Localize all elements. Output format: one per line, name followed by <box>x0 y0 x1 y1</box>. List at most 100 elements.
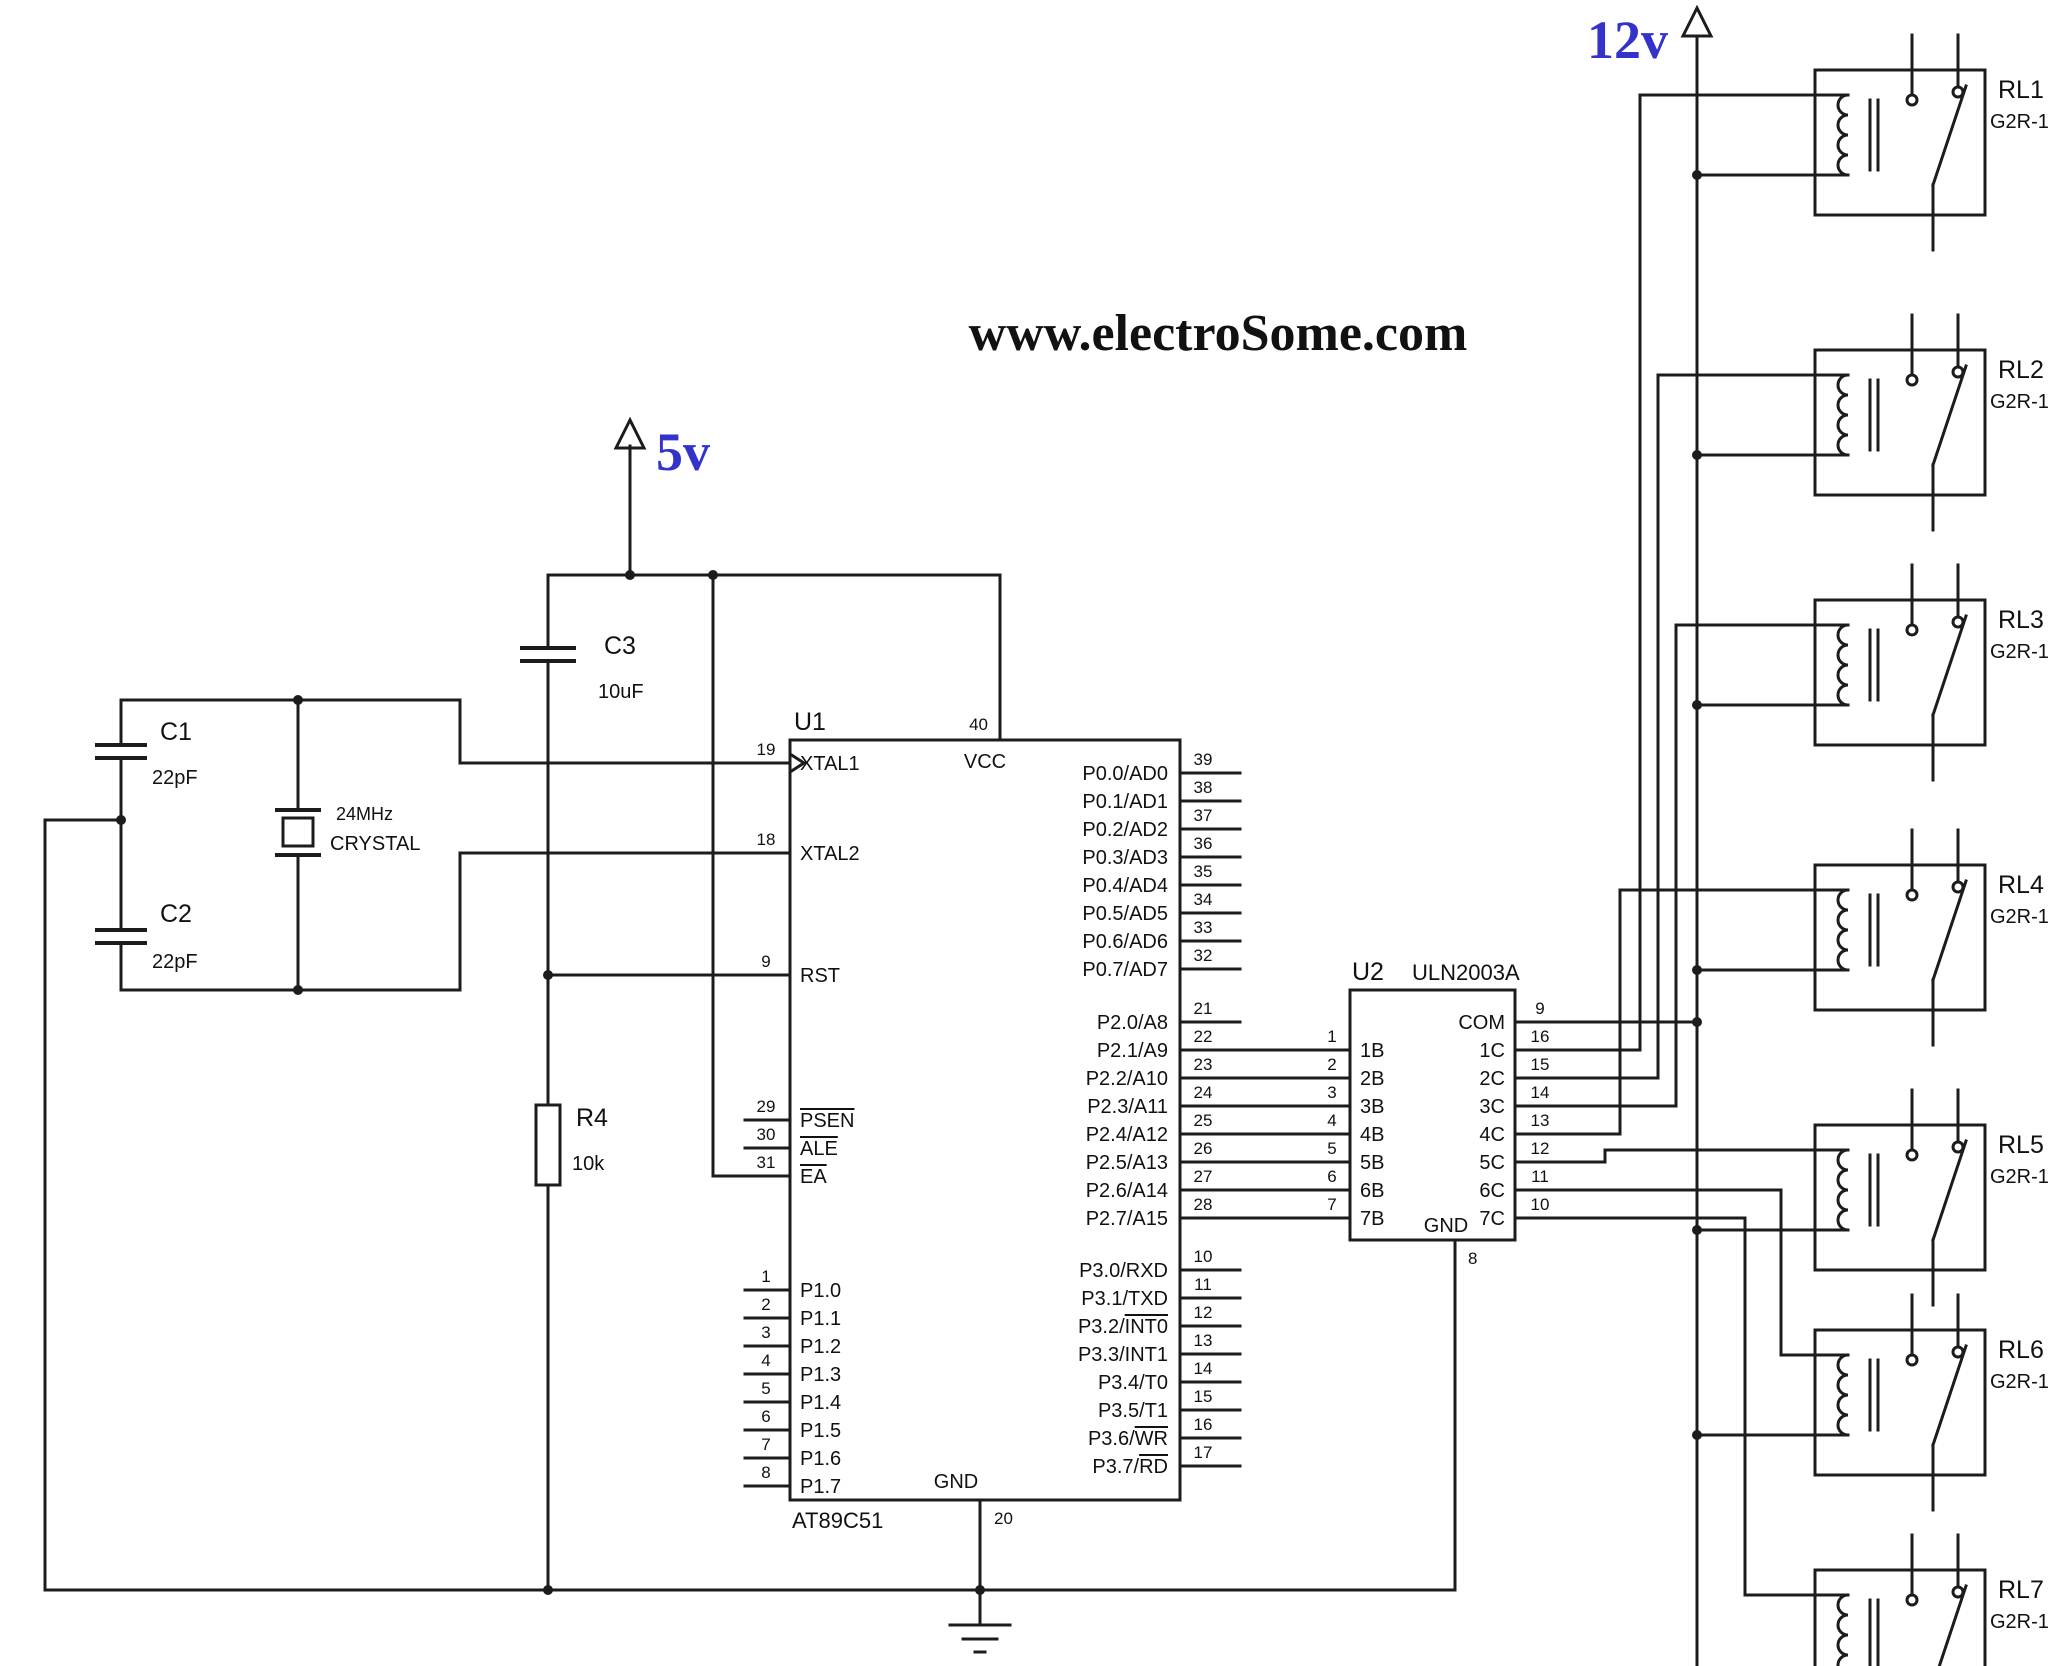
relay-part: G2R-14 <box>1990 1166 2048 1188</box>
relay-fixed-contact <box>1905 373 1919 387</box>
relay-ref: RL5 <box>1998 1131 2044 1159</box>
wire-xtal1-net <box>119 698 792 765</box>
wire-5v-rail-to-vcc <box>546 573 1002 742</box>
junction-dot <box>625 570 635 580</box>
u1-left-pin-label: RST <box>800 965 840 987</box>
u1-left-pin-number: 19 <box>757 740 776 759</box>
u1-left-pin-label: XTAL1 <box>800 753 860 775</box>
relay-switch-blade <box>1931 84 1968 187</box>
u2-right-pin-label: 4C <box>1479 1124 1505 1146</box>
relay-part: G2R-14 <box>1990 111 2048 133</box>
u2-left-pin-label: 2B <box>1360 1068 1384 1090</box>
relay-body <box>1813 1328 1987 1477</box>
wire-out-2c-rl2 <box>1513 373 1850 1080</box>
junction-dot <box>543 1585 553 1595</box>
relay-part: G2R-14 <box>1990 1371 2048 1393</box>
junction-dot <box>1692 170 1702 180</box>
u1-left-pin-label: P1.1 <box>800 1308 841 1330</box>
u1-left-pin-label: P1.3 <box>800 1364 841 1386</box>
u1-ref: U1 <box>794 708 826 736</box>
u1-right-pins: 39P0.0/AD038P0.1/AD137P0.2/AD236P0.3/AD3… <box>1078 750 1352 1478</box>
u2-right-pin-number: 10 <box>1531 1195 1550 1214</box>
relay-fixed-contact <box>1905 1148 1919 1162</box>
relay-part: G2R-14 <box>1990 391 2048 413</box>
power-5v: 5v <box>613 416 710 482</box>
u1-left-pin-number: 8 <box>761 1463 770 1482</box>
wire-out-3c-rl3 <box>1513 623 1850 1108</box>
component-ref: R4 <box>576 1104 608 1132</box>
wire-out-4c-rl4 <box>1513 888 1850 1136</box>
relay-body <box>1813 1123 1987 1272</box>
junction-dot <box>1692 1017 1702 1027</box>
u1-chip: U1 AT89C51 VCC 40 GND 20 19XTAL118XTAL29… <box>743 708 1352 1533</box>
u1-left-pin-number: 4 <box>761 1351 770 1370</box>
junction-dot <box>116 815 126 825</box>
u2-left-pin-number: 3 <box>1327 1083 1336 1102</box>
relay-coil <box>1836 1353 1850 1437</box>
u2-left-pin-number: 6 <box>1327 1167 1336 1186</box>
u1-right-pin-number: 10 <box>1194 1247 1213 1266</box>
u1-left-pin-number: 1 <box>761 1267 770 1286</box>
relay-switch-blade <box>1931 1344 1968 1447</box>
u1-left-pin-label: EA <box>800 1166 827 1188</box>
u2-left-pin-label: 4B <box>1360 1124 1384 1146</box>
relay-switch-blade <box>1931 879 1968 982</box>
wire-ea-tie-high <box>711 573 792 1178</box>
u1-right-pin-number: 16 <box>1194 1415 1213 1434</box>
u1-right-pin-label: P3.5/T1 <box>1098 1400 1168 1422</box>
u1-right-pin-number: 25 <box>1194 1111 1213 1130</box>
wires <box>43 34 1850 1666</box>
crystal-body <box>281 816 315 848</box>
u1-left-pin-label: ALE <box>800 1138 838 1160</box>
resistor-r4: R4 10k <box>534 1103 608 1187</box>
junction-dot <box>1692 700 1702 710</box>
u1-gnd-label: GND <box>934 1471 978 1493</box>
u1-left-pin-number: 30 <box>757 1125 776 1144</box>
crystal-name: CRYSTAL <box>330 833 420 855</box>
u1-vcc-label: VCC <box>964 751 1006 773</box>
power-arrow-icon <box>613 416 647 450</box>
junction-dots <box>116 170 1702 1595</box>
relay-bank: RL1G2R-14RL2G2R-14RL3G2R-14RL4G2R-14RL5G… <box>1813 33 2048 1666</box>
u1-right-pin-number: 13 <box>1194 1331 1213 1350</box>
u1-right-pin-label: P2.6/A14 <box>1086 1180 1168 1202</box>
junction-dot <box>293 695 303 705</box>
u1-right-pin-label: P3.0/RXD <box>1079 1260 1168 1282</box>
u1-right-pin-number: 17 <box>1194 1443 1213 1462</box>
u1-right-pin-number: 23 <box>1194 1055 1213 1074</box>
u1-left-pin-label: P1.0 <box>800 1280 841 1302</box>
u1-right-pin-number: 36 <box>1194 834 1213 853</box>
u2-right-pin-number: 9 <box>1535 999 1544 1018</box>
u2-right-pin-label: COM <box>1458 1012 1505 1034</box>
relay-ref: RL2 <box>1998 356 2044 384</box>
u2-right-pin-number: 16 <box>1531 1027 1550 1046</box>
u1-left-pin-label: XTAL2 <box>800 843 860 865</box>
u2-left-pin-label: 6B <box>1360 1180 1384 1202</box>
junction-dot <box>708 570 718 580</box>
u2-left-pin-label: 1B <box>1360 1040 1384 1062</box>
u1-right-pin-label: P2.1/A9 <box>1097 1040 1168 1062</box>
relay-body <box>1813 68 1987 217</box>
u1-left-pin-number: 3 <box>761 1323 770 1342</box>
relay-ref: RL6 <box>1998 1336 2044 1364</box>
u2-gnd-label: GND <box>1424 1215 1468 1237</box>
relay-body <box>1813 598 1987 747</box>
u1-right-pin-number: 35 <box>1194 862 1213 881</box>
relay-fixed-contact <box>1905 888 1919 902</box>
u1-left-pin-number: 5 <box>761 1379 770 1398</box>
u1-right-pin-number: 32 <box>1194 946 1213 965</box>
u2-right-pin-label: 2C <box>1479 1068 1505 1090</box>
u1-right-pin-number: 27 <box>1194 1167 1213 1186</box>
u1-right-pin-number: 34 <box>1194 890 1213 909</box>
wire-out-7c-rl7 <box>1513 1216 1850 1597</box>
u1-right-pin-number: 38 <box>1194 778 1213 797</box>
u1-right-pin-number: 12 <box>1194 1303 1213 1322</box>
relay-switch-blade <box>1937 1584 1968 1666</box>
relay-coil <box>1836 623 1850 707</box>
u1-left-pin-number: 18 <box>757 830 776 849</box>
